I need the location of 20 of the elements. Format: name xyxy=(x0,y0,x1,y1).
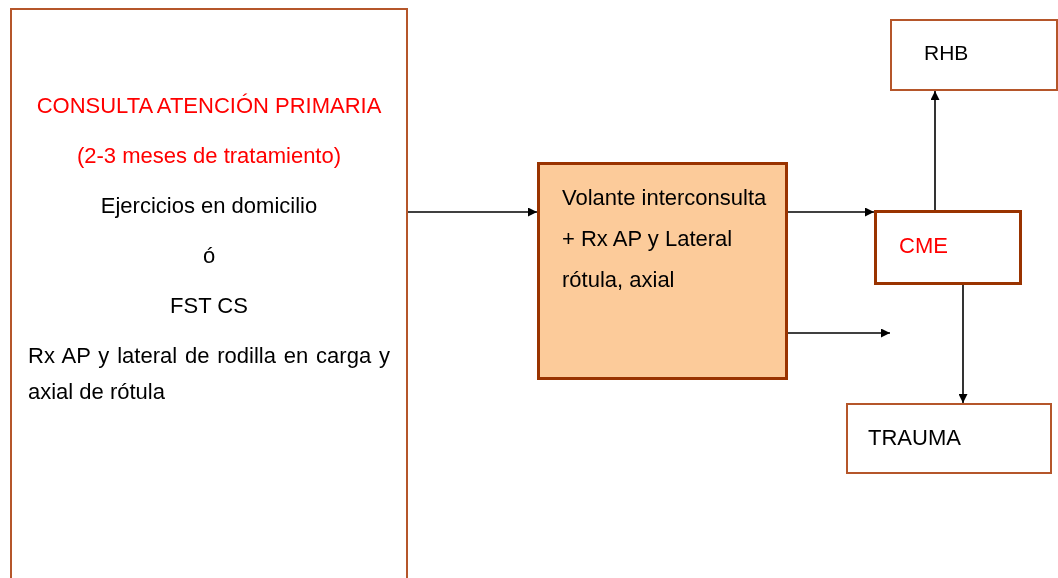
box-text: FST CS xyxy=(169,292,249,320)
box-text: (2-3 meses de tratamiento) xyxy=(75,142,343,170)
process-box xyxy=(537,162,788,380)
arrow xyxy=(958,284,968,404)
box-text: TRAUMA xyxy=(867,424,962,452)
box-text: CME xyxy=(898,232,949,260)
process-box xyxy=(874,210,1022,285)
box-text: Ejercicios en domicilio xyxy=(99,192,319,220)
arrow xyxy=(787,328,891,338)
box-text: ó xyxy=(201,242,217,270)
box-text: CONSULTA ATENCIÓN PRIMARIA xyxy=(35,92,383,120)
process-box xyxy=(846,403,1052,474)
arrow xyxy=(407,207,538,217)
box-text: Volante interconsulta + Rx AP y Lateral rótula, axial xyxy=(561,184,768,294)
process-box xyxy=(10,8,408,578)
arrow xyxy=(787,207,875,217)
box-text: RHB xyxy=(923,40,970,66)
arrow xyxy=(930,90,940,211)
box-text: Rx AP y lateral de rodilla en carga y axial de rótula xyxy=(28,342,390,406)
process-box xyxy=(890,19,1058,91)
